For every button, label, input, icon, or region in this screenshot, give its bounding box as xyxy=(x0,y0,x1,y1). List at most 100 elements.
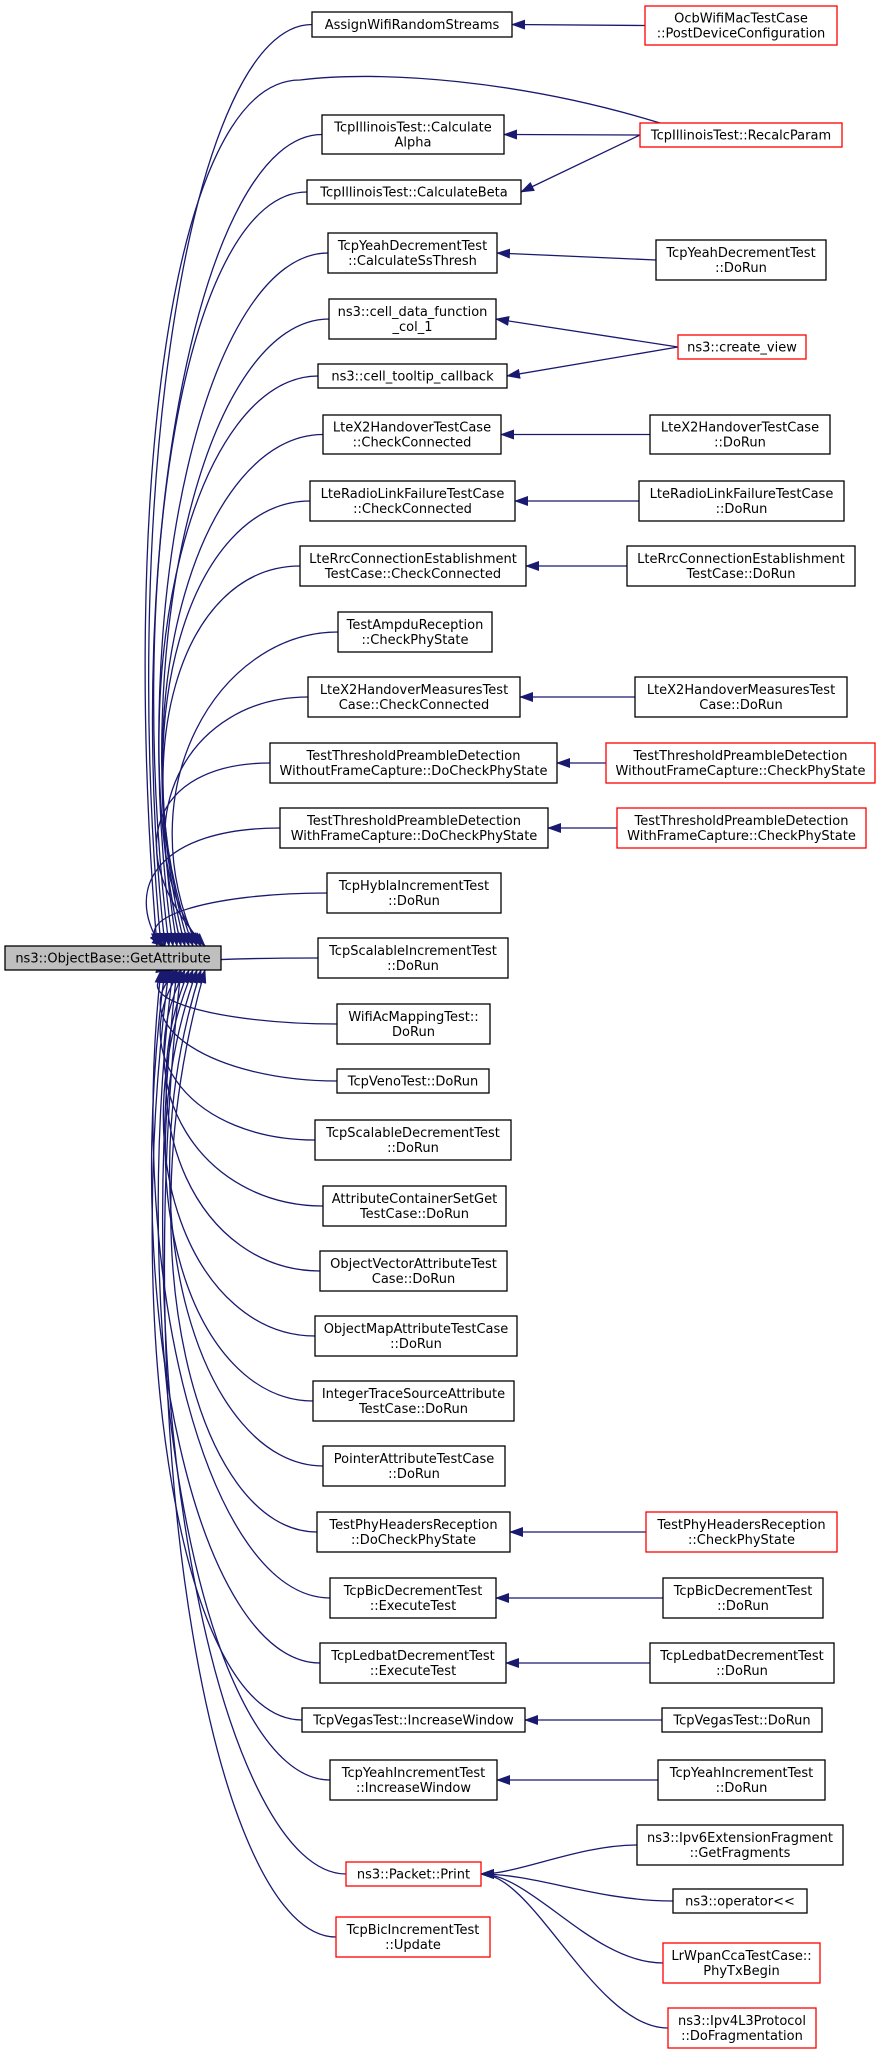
node-testthresholdpreambledetectionwithoutframecapture-checkphystate[interactable]: TestThresholdPreambleDetectionWithoutFra… xyxy=(605,742,876,784)
node-tcpyeahincrementtest-increasewindow[interactable]: TcpYeahIncrementTest::IncreaseWindow xyxy=(329,1759,498,1801)
node-wifiacmappingtest-dorun[interactable]: WifiAcMappingTest::DoRun xyxy=(336,1003,491,1045)
node-ns3-operator[interactable]: ns3::operator<< xyxy=(672,1888,808,1914)
edge-c3-to-root xyxy=(153,191,308,947)
node-label-line: ::DoRun xyxy=(714,436,766,451)
node-label-line: IntegerTraceSourceAttribute xyxy=(322,1387,505,1402)
node-testthresholdpreambledetectionwithframecapture-docheckphystate[interactable]: TestThresholdPreambleDetectionWithFrameC… xyxy=(279,807,549,849)
node-testampdureception-checkphystate[interactable]: TestAmpduReception::CheckPhyState xyxy=(337,611,493,653)
node-lterrcconnectionestablishmenttestcase-checkconnected[interactable]: LteRrcConnectionEstablishmentTestCase::C… xyxy=(299,545,527,587)
node-ns3-ipv4l3protocol-dofragmentation[interactable]: ns3::Ipv4L3Protocol::DoFragmentation xyxy=(667,2007,817,2049)
node-box xyxy=(645,1511,838,1553)
edge-c22-to-root xyxy=(164,969,314,1402)
node-ns3-cell-data-function-col-1[interactable]: ns3::cell_data_function_col_1 xyxy=(328,298,497,340)
node-box xyxy=(327,232,498,274)
node-ltex2handovertestcase-checkconnected[interactable]: LteX2HandoverTestCase::CheckConnected xyxy=(322,414,502,455)
node-tcpscalabledecrementtest-dorun[interactable]: TcpScalableDecrementTest::DoRun xyxy=(314,1119,512,1161)
node-box xyxy=(319,1250,508,1292)
node-label-line: TestThresholdPreambleDetection xyxy=(306,749,521,764)
node-box xyxy=(314,1119,512,1161)
node-lrwpanccatestcase-phytxbegin[interactable]: LrWpanCcaTestCase::PhyTxBegin xyxy=(662,1942,821,1984)
node-tcphyblaincrementtest-dorun[interactable]: TcpHyblaIncrementTest::DoRun xyxy=(326,872,502,914)
node-pointerattributetestcase-dorun[interactable]: PointerAttributeTestCase::DoRun xyxy=(322,1445,506,1487)
node-lteradiolinkfailuretestcase-checkconnected[interactable]: LteRadioLinkFailureTestCase::CheckConnec… xyxy=(309,480,516,522)
node-label-line: ns3::cell_tooltip_callback xyxy=(331,370,494,385)
node-box xyxy=(322,1445,506,1487)
root-node-ns3-objectbase-getattribute[interactable]: ns3::ObjectBase::GetAttribute xyxy=(4,945,222,971)
node-label-line: LteX2HandoverMeasuresTest xyxy=(647,683,835,698)
edge-c12-to-root xyxy=(155,762,271,947)
node-integertracesourceattributetestcase-dorun[interactable]: IntegerTraceSourceAttributeTestCase::DoR… xyxy=(312,1380,515,1422)
node-assignwifirandomstreams[interactable]: AssignWifiRandomStreams xyxy=(311,11,513,38)
node-box xyxy=(626,545,856,587)
node-box xyxy=(657,1759,826,1801)
node-ltex2handovertestcase-dorun[interactable]: LteX2HandoverTestCase::DoRun xyxy=(649,414,831,455)
node-testthresholdpreambledetectionwithoutframecapture-docheckphystate[interactable]: TestThresholdPreambleDetectionWithoutFra… xyxy=(269,742,558,784)
node-tcpyeahincrementtest-dorun[interactable]: TcpYeahIncrementTest::DoRun xyxy=(657,1759,826,1801)
node-ns3-cell-tooltip-callback[interactable]: ns3::cell_tooltip_callback xyxy=(317,363,508,389)
node-lterrcconnectionestablishmenttestcase-dorun[interactable]: LteRrcConnectionEstablishmentTestCase::D… xyxy=(626,545,856,587)
node-tcpledbatdecrementtest-executetest[interactable]: TcpLedbatDecrementTest::ExecuteTest xyxy=(319,1642,507,1684)
node-box xyxy=(661,1707,823,1733)
node-box xyxy=(655,239,827,281)
edge-r3-to-c4 xyxy=(496,248,657,261)
node-objectmapattributetestcase-dorun[interactable]: ObjectMapAttributeTestCase::DoRun xyxy=(314,1315,518,1357)
edge-c27-to-root xyxy=(151,969,303,1721)
node-label-line: TcpLedbatDecrementTest xyxy=(659,1649,824,1664)
node-label-line: Case::CheckConnected xyxy=(339,698,490,713)
node-label-line: AttributeContainerSetGet xyxy=(332,1192,497,1207)
node-testthresholdpreambledetectionwithframecapture-checkphystate[interactable]: TestThresholdPreambleDetectionWithFrameC… xyxy=(616,807,867,849)
node-tcpyeahdecrementtest-dorun[interactable]: TcpYeahDecrementTest::DoRun xyxy=(655,239,827,281)
node-label-line: ::DoRun xyxy=(716,502,768,517)
node-tcpbicdecrementtest-executetest[interactable]: TcpBicDecrementTest::ExecuteTest xyxy=(329,1577,497,1619)
node-tcpyeahdecrementtest-calculatessthresh[interactable]: TcpYeahDecrementTest::CalculateSsThresh xyxy=(327,232,498,274)
edge-c19-to-root xyxy=(163,969,324,1207)
edge-c21-to-root xyxy=(162,969,316,1337)
node-testphyheadersreception-checkphystate[interactable]: TestPhyHeadersReception::CheckPhyState xyxy=(645,1511,838,1553)
node-label-line: ::CheckPhyState xyxy=(688,1533,795,1548)
node-lteradiolinkfailuretestcase-dorun[interactable]: LteRadioLinkFailureTestCase::DoRun xyxy=(638,480,845,522)
node-label-line: WithoutFrameCapture::CheckPhyState xyxy=(616,764,866,779)
edge-r19-to-c29 xyxy=(480,1869,669,2029)
node-label-line: LteRrcConnectionEstablishment xyxy=(309,552,517,567)
node-label-line: TestThresholdPreambleDetection xyxy=(634,814,849,829)
node-ltex2handovermeasurestestcase-checkconnected[interactable]: LteX2HandoverMeasuresTestCase::CheckConn… xyxy=(307,676,521,718)
node-tcpvegastest-increasewindow[interactable]: TcpVegasTest::IncreaseWindow xyxy=(301,1707,526,1733)
node-box xyxy=(662,1942,821,1984)
node-tcpscalableincrementtest-dorun[interactable]: TcpScalableIncrementTest::DoRun xyxy=(317,937,509,979)
node-label-line: TcpYeahDecrementTest xyxy=(665,246,815,261)
node-box xyxy=(306,179,522,205)
node-label-line: TestThresholdPreambleDetection xyxy=(306,814,521,829)
node-label-line: ::GetFragments xyxy=(690,1846,791,1861)
node-label-line: WithFrameCapture::DoCheckPhyState xyxy=(291,829,538,844)
node-label-line: TcpScalableIncrementTest xyxy=(328,944,497,959)
node-tcpbicdecrementtest-dorun[interactable]: TcpBicDecrementTest::DoRun xyxy=(662,1577,824,1619)
node-box xyxy=(279,807,549,849)
node-label-line: ::DoRun xyxy=(715,261,767,276)
node-tcpledbatdecrementtest-dorun[interactable]: TcpLedbatDecrementTest::DoRun xyxy=(649,1642,835,1684)
node-ns3-create-view[interactable]: ns3::create_view xyxy=(677,334,807,360)
node-tcpbicincrementtest-update[interactable]: TcpBicIncrementTest::Update xyxy=(335,1916,491,1958)
node-label-line: ::CheckPhyState xyxy=(362,633,469,648)
node-label-line: ::DoRun xyxy=(388,894,440,909)
node-ocbwifimactestcase-postdeviceconfiguration[interactable]: OcbWifiMacTestCase::PostDeviceConfigurat… xyxy=(644,5,838,46)
node-label-line: TestPhyHeadersReception xyxy=(656,1518,825,1533)
node-label-line: TcpIllinoisTest::RecalcParam xyxy=(650,129,831,144)
node-label-line: TestCase::CheckConnected xyxy=(324,567,501,582)
node-label-line: ::Update xyxy=(385,1938,441,1953)
node-label-line: TestCase::DoRun xyxy=(685,567,795,582)
node-ns3-packet-print[interactable]: ns3::Packet::Print xyxy=(345,1861,482,1887)
node-tcpillinoistest-calculatebeta[interactable]: TcpIllinoisTest::CalculateBeta xyxy=(306,179,522,205)
node-tcpillinoistest-recalcparam[interactable]: TcpIllinoisTest::RecalcParam xyxy=(639,122,843,148)
node-testphyheadersreception-docheckphystate[interactable]: TestPhyHeadersReception::DoCheckPhyState xyxy=(316,1511,511,1553)
node-tcpvenotest-dorun[interactable]: TcpVenoTest::DoRun xyxy=(336,1068,490,1094)
edge-c10-to-root xyxy=(171,631,339,947)
node-label-line: ::DoFragmentation xyxy=(681,2029,803,2044)
node-ns3-ipv6extensionfragment-getfragments[interactable]: ns3::Ipv6ExtensionFragment::GetFragments xyxy=(636,1824,844,1866)
node-tcpvegastest-dorun[interactable]: TcpVegasTest::DoRun xyxy=(661,1707,823,1733)
node-box xyxy=(269,742,558,784)
edge-c8-to-root xyxy=(162,500,311,947)
